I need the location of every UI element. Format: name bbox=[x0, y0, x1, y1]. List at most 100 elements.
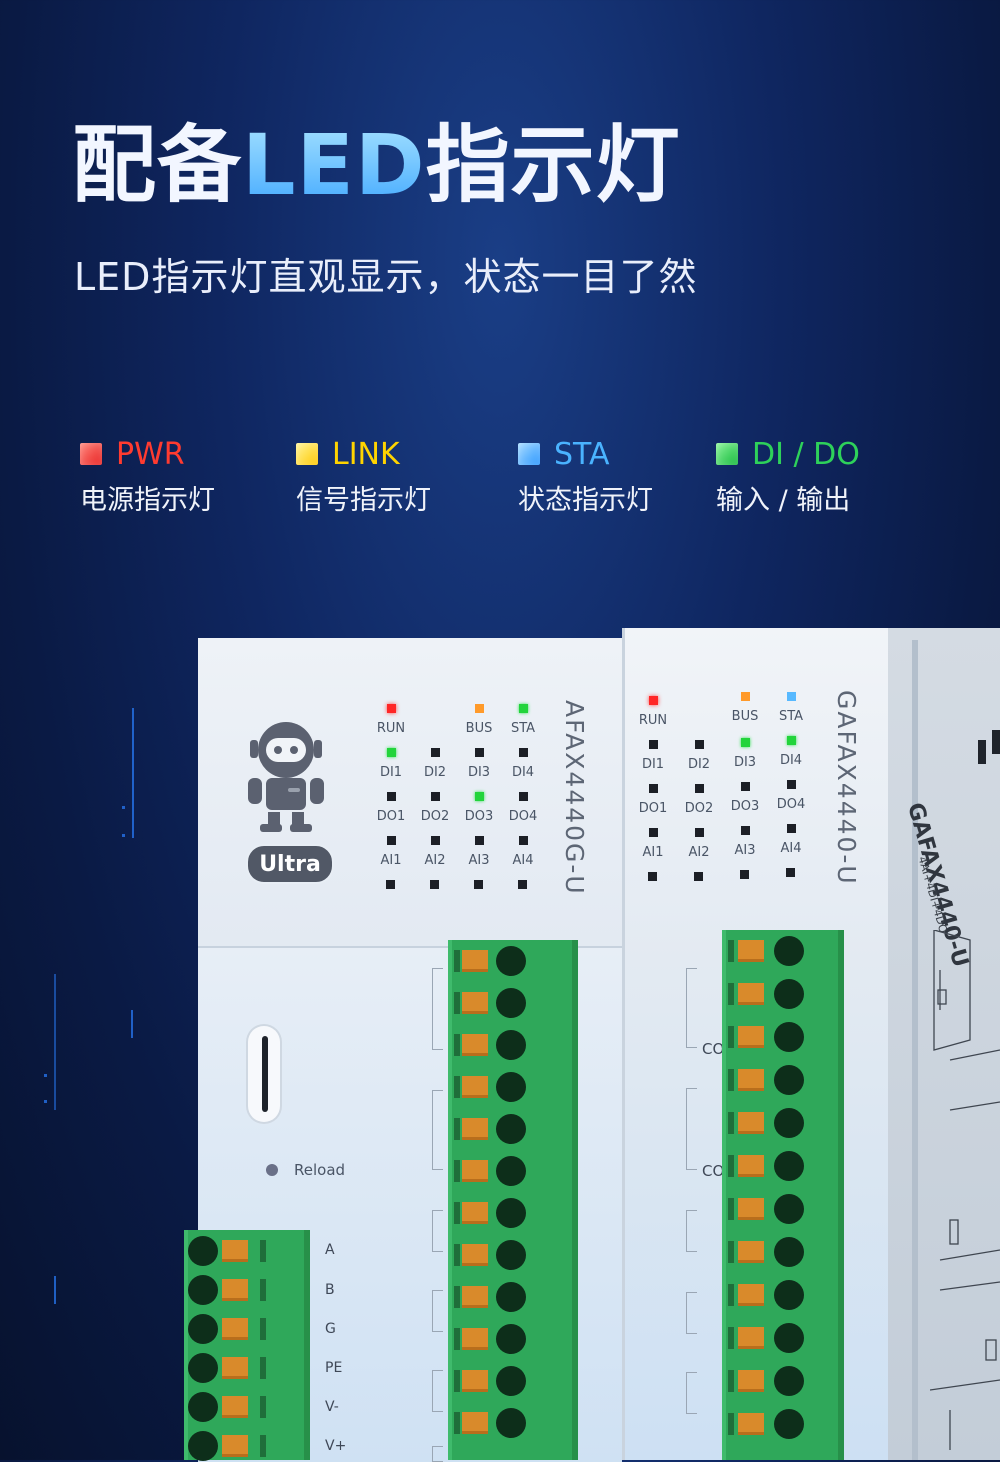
led-label: AI1 bbox=[380, 853, 402, 868]
bus-label-vminus: V- bbox=[325, 1399, 339, 1415]
terminal-screw-hole-icon bbox=[774, 1065, 804, 1095]
terminal-release-lever-icon bbox=[738, 1327, 764, 1349]
terminal-wire-slot-icon bbox=[454, 1034, 460, 1056]
led-di1: DI1 bbox=[630, 740, 676, 772]
module-side-panel bbox=[888, 628, 1000, 1460]
led-label: AI4 bbox=[512, 853, 534, 868]
terminal-screw-hole-icon bbox=[188, 1275, 218, 1305]
decor-dot bbox=[44, 1100, 47, 1103]
terminal-wire-slot-icon bbox=[454, 1160, 460, 1182]
title-suffix: 指示灯 bbox=[425, 116, 681, 214]
off-led-icon bbox=[430, 748, 440, 757]
terminal-wire-slot-icon bbox=[454, 1118, 460, 1140]
terminal-release-lever-icon bbox=[462, 1328, 488, 1350]
off-led-icon bbox=[474, 880, 483, 889]
terminal-release-lever-icon bbox=[462, 1202, 488, 1224]
terminal-wire-slot-icon bbox=[728, 1413, 734, 1435]
title-accent: LED bbox=[242, 116, 426, 214]
terminal-screw-hole-icon bbox=[774, 1022, 804, 1052]
led-label: DI4 bbox=[511, 765, 535, 780]
terminal-wire-slot-icon bbox=[728, 1241, 734, 1263]
led-ai4: AI4 bbox=[500, 836, 546, 868]
terminal-release-lever-icon bbox=[738, 1026, 764, 1048]
terminal-release-lever-icon bbox=[738, 1198, 764, 1220]
terminal-wire-slot-icon bbox=[260, 1318, 266, 1340]
off-led-icon bbox=[518, 748, 528, 757]
led-label: DO2 bbox=[684, 801, 714, 816]
terminal-wire-slot-icon bbox=[454, 1286, 460, 1308]
led-label: RUN bbox=[638, 713, 668, 728]
off-led-icon bbox=[648, 872, 657, 881]
led-ai3: AI3 bbox=[722, 826, 768, 858]
green-led-swatch-icon bbox=[716, 443, 738, 465]
decor-line bbox=[132, 708, 134, 838]
side-connector bbox=[978, 740, 986, 764]
led-label: DO4 bbox=[508, 809, 538, 824]
terminal-screw-hole-icon bbox=[188, 1314, 218, 1344]
bus-label-b: B bbox=[325, 1282, 335, 1298]
reload-button[interactable] bbox=[266, 1164, 278, 1176]
terminal-wire-slot-icon bbox=[728, 1370, 734, 1392]
ultra-badge: Ultra bbox=[246, 844, 334, 884]
terminal-screw-hole-icon bbox=[774, 1194, 804, 1224]
terminal-wire-slot-icon bbox=[728, 1284, 734, 1306]
led-ai2: AI2 bbox=[676, 828, 722, 860]
terminal-screw-hole-icon bbox=[496, 1240, 526, 1270]
terminal-release-lever-icon bbox=[738, 1112, 764, 1134]
terminal-wire-slot-icon bbox=[454, 1202, 460, 1224]
decor-line bbox=[54, 1276, 56, 1304]
terminal-release-lever-icon bbox=[738, 1155, 764, 1177]
terminal-bracket bbox=[432, 1210, 443, 1252]
terminal-release-lever-icon bbox=[222, 1318, 248, 1340]
led-sta: STA bbox=[768, 692, 814, 724]
led-do2: DO2 bbox=[676, 784, 722, 816]
bus-label-pe: PE bbox=[325, 1360, 343, 1376]
led-ai1: AI1 bbox=[368, 836, 414, 868]
led-label: STA bbox=[510, 721, 536, 736]
terminal-release-lever-icon bbox=[222, 1240, 248, 1262]
decor-dot bbox=[122, 806, 125, 809]
led-di2: DI2 bbox=[412, 748, 458, 780]
led-do3: DO3 bbox=[456, 792, 502, 824]
terminal-wire-slot-icon bbox=[728, 983, 734, 1005]
terminal-screw-hole-icon bbox=[188, 1431, 218, 1461]
led-label: DO1 bbox=[376, 809, 406, 824]
legend-desc: 输入 / 输出 bbox=[716, 485, 851, 516]
led-label: DI2 bbox=[687, 757, 711, 772]
terminal-release-lever-icon bbox=[738, 1284, 764, 1306]
led-label: STA bbox=[778, 709, 804, 724]
led-label: AI1 bbox=[642, 845, 664, 860]
terminal-bracket bbox=[432, 968, 443, 1050]
decor-line bbox=[54, 974, 56, 1110]
off-led-icon bbox=[430, 792, 440, 801]
terminal-release-lever-icon bbox=[738, 940, 764, 962]
led-di2: DI2 bbox=[676, 740, 722, 772]
legend-desc: 电源指示灯 bbox=[80, 485, 215, 516]
led-label: DO3 bbox=[730, 799, 760, 814]
led-di3: DI3 bbox=[456, 748, 502, 780]
terminal-release-lever-icon bbox=[738, 983, 764, 1005]
led-do2: DO2 bbox=[412, 792, 458, 824]
bus-label-g: G bbox=[325, 1321, 336, 1337]
off-led-icon bbox=[786, 868, 795, 877]
terminal-bracket bbox=[432, 1290, 443, 1332]
terminal-release-lever-icon bbox=[462, 992, 488, 1014]
legend-desc: 信号指示灯 bbox=[296, 485, 431, 516]
led-di1: DI1 bbox=[368, 748, 414, 780]
terminal-release-lever-icon bbox=[222, 1279, 248, 1301]
led-do1: DO1 bbox=[630, 784, 676, 816]
terminal-wire-slot-icon bbox=[260, 1396, 266, 1418]
terminal-wire-slot-icon bbox=[454, 1412, 460, 1434]
terminal-screw-hole-icon bbox=[774, 1409, 804, 1439]
terminal-release-lever-icon bbox=[738, 1241, 764, 1263]
led-do4: DO4 bbox=[500, 792, 546, 824]
terminal-bracket bbox=[686, 1292, 697, 1334]
led-label: DO3 bbox=[464, 809, 494, 824]
bus-label-a: A bbox=[325, 1242, 335, 1258]
yellow-led-swatch-icon bbox=[296, 443, 318, 465]
terminal-screw-hole-icon bbox=[774, 1151, 804, 1181]
orange-led-icon bbox=[474, 704, 484, 713]
off-led-icon bbox=[740, 870, 749, 879]
terminal-wire-slot-icon bbox=[728, 1155, 734, 1177]
